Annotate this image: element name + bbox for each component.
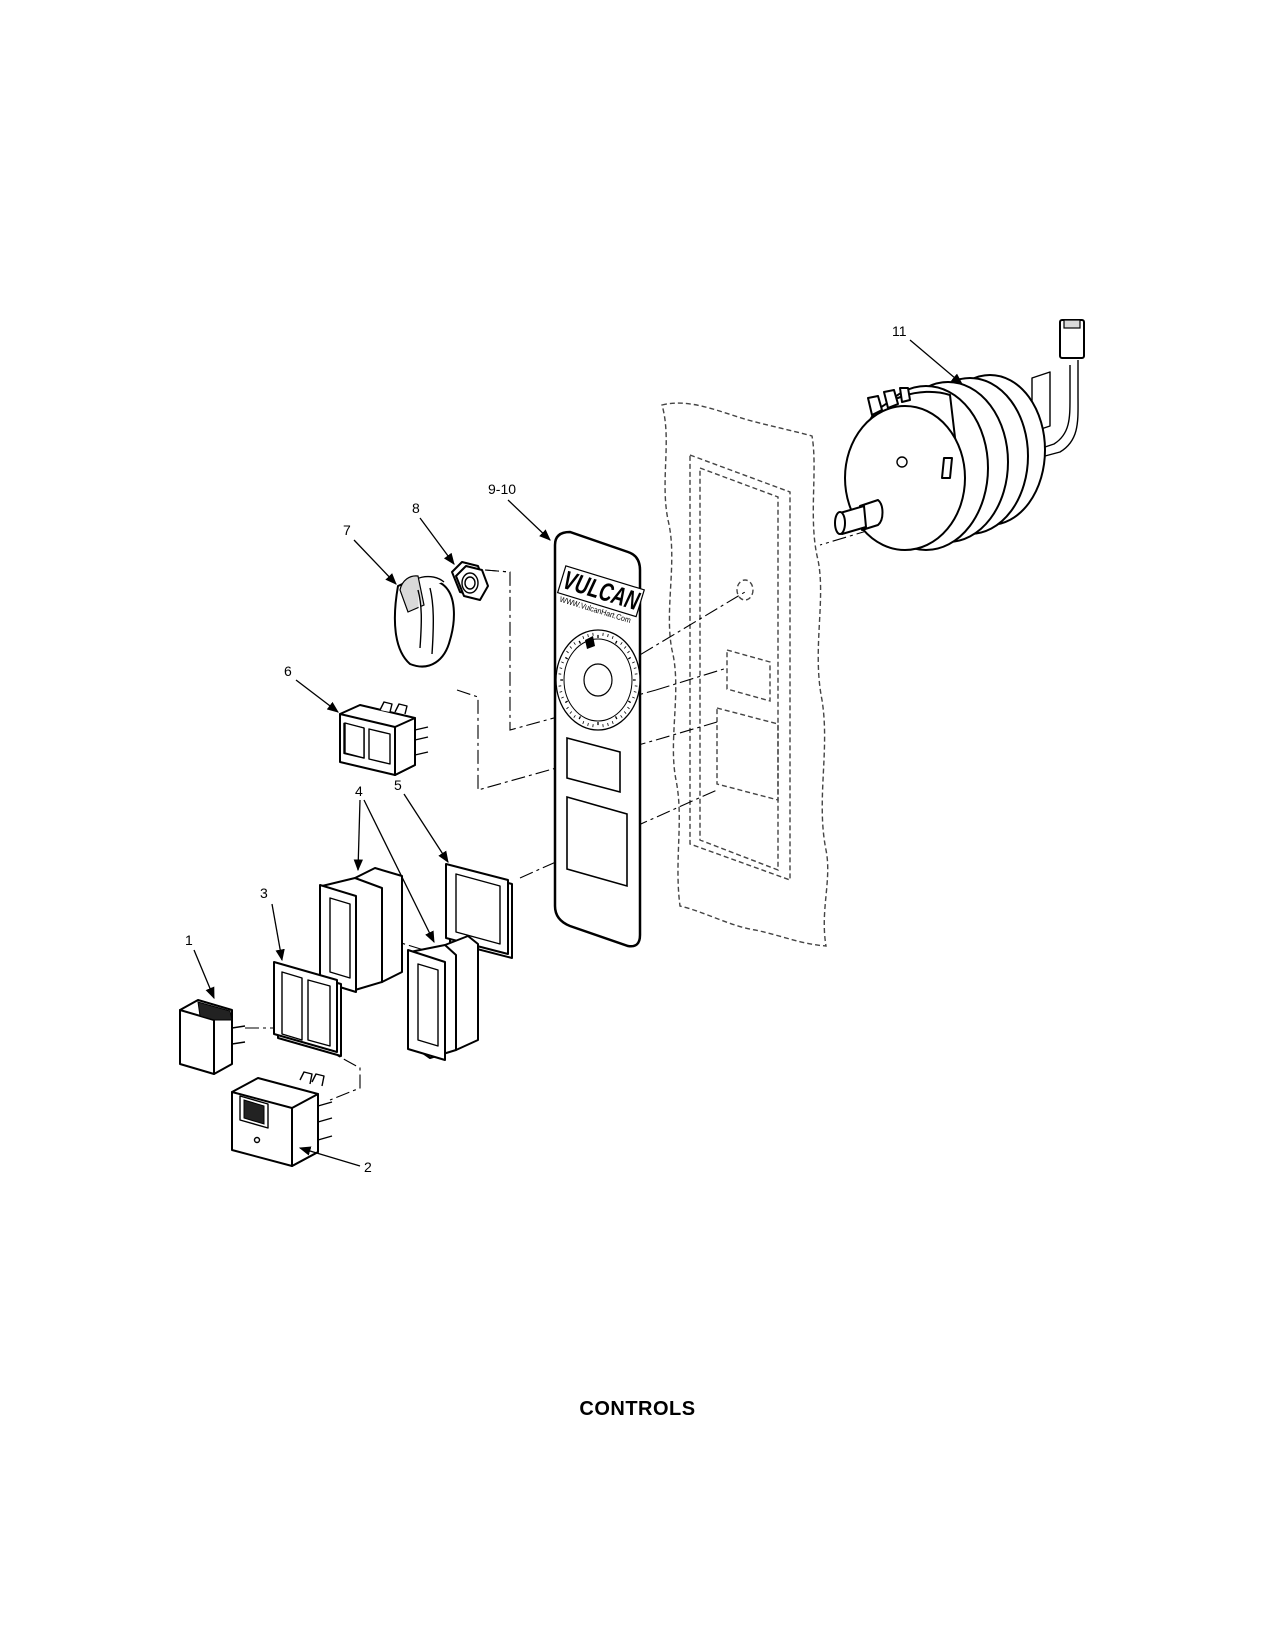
dial-tick bbox=[611, 635, 614, 640]
dial-tick bbox=[632, 696, 635, 699]
dial-tick bbox=[561, 661, 564, 664]
callout-3: 3 bbox=[260, 885, 268, 901]
rocker-switch bbox=[179, 999, 246, 1075]
dial-tick bbox=[614, 716, 618, 720]
callout-2: 2 bbox=[364, 1159, 372, 1175]
double-switch bbox=[339, 701, 429, 776]
dial-tick bbox=[623, 711, 627, 714]
lighted-rocker-switch bbox=[231, 1071, 333, 1167]
callout-1: 1 bbox=[185, 932, 193, 948]
dial-tick bbox=[633, 691, 637, 693]
dial-tick bbox=[611, 720, 614, 725]
dial-tick bbox=[582, 720, 585, 725]
dial-tick bbox=[587, 722, 589, 727]
dial-tick bbox=[578, 716, 582, 720]
dial-tick bbox=[627, 650, 630, 654]
timer-motor bbox=[834, 319, 1085, 551]
dial-tick bbox=[564, 656, 569, 660]
faceplate-switch-cutout-small bbox=[566, 736, 621, 794]
control-panel-outline bbox=[661, 402, 829, 947]
callout-7: 7 bbox=[343, 522, 351, 538]
dial-tick bbox=[607, 633, 609, 638]
faceplate-switch-cutout-large bbox=[566, 795, 628, 888]
dial-tick bbox=[569, 711, 573, 714]
dial-tick bbox=[627, 700, 632, 704]
dial-tick bbox=[623, 646, 627, 649]
callout-numbers: 1 2 3 4 5 6 7 8 9-10 11 bbox=[185, 323, 907, 1175]
dial-tick bbox=[569, 646, 573, 649]
dial-tick bbox=[620, 715, 623, 718]
dial-tick bbox=[564, 700, 569, 704]
callout-5: 5 bbox=[394, 777, 402, 793]
dial-tick bbox=[566, 706, 569, 710]
dial-tick bbox=[620, 642, 623, 645]
callout-4: 4 bbox=[355, 783, 363, 799]
dial-tick bbox=[573, 642, 576, 645]
dial-tick bbox=[633, 667, 637, 669]
diagram-caption: CONTROLS bbox=[579, 1398, 696, 1420]
dial-tick bbox=[582, 635, 585, 640]
dial-tick bbox=[566, 650, 569, 654]
dial-knob bbox=[393, 575, 455, 668]
square-gasket bbox=[445, 863, 513, 959]
bezel-upper bbox=[319, 867, 403, 993]
callout-6: 6 bbox=[284, 663, 292, 679]
double-switch-frame bbox=[273, 961, 342, 1057]
callout-9-10: 9-10 bbox=[488, 481, 516, 497]
dial-tick bbox=[587, 633, 589, 638]
timer-dial bbox=[555, 629, 641, 731]
dial-tick bbox=[573, 715, 576, 718]
dial-tick bbox=[559, 667, 563, 669]
dial-tick bbox=[627, 656, 632, 660]
dial-marker bbox=[585, 636, 595, 649]
dial-tick bbox=[559, 691, 563, 693]
dial-tick bbox=[578, 640, 582, 644]
faceplate: VULCAN WWW.VulcanHart.Com bbox=[553, 530, 646, 948]
callout-11: 11 bbox=[892, 323, 907, 339]
callout-8: 8 bbox=[412, 500, 420, 516]
bezel-lower bbox=[407, 935, 479, 1061]
callout-leaders bbox=[193, 339, 963, 1167]
dial-tick bbox=[561, 696, 564, 699]
dial-tick bbox=[614, 640, 618, 644]
dial-tick bbox=[632, 661, 635, 664]
dial-tick bbox=[627, 706, 630, 710]
dial-tick bbox=[607, 722, 609, 727]
hex-nut bbox=[451, 561, 489, 601]
